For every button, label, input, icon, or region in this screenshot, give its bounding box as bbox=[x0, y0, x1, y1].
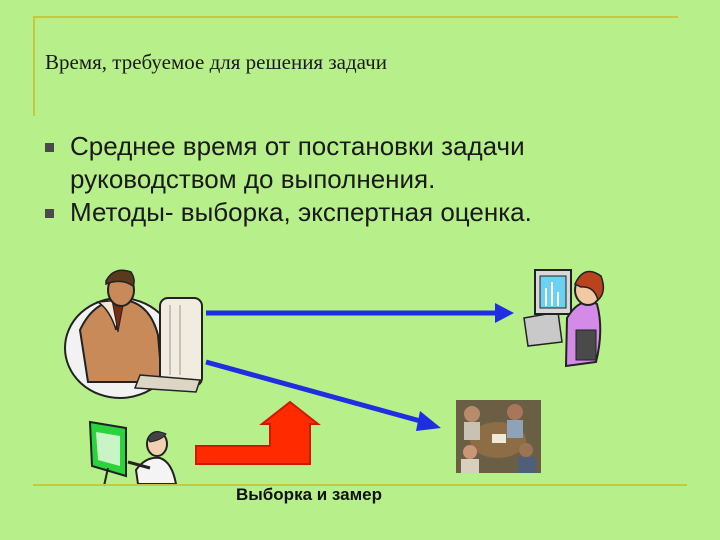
slide-title: Время, требуемое для решения задачи bbox=[45, 50, 387, 74]
bullet-item: Среднее время от постановки задачи руков… bbox=[45, 130, 685, 196]
bullet-item: Методы- выборка, экспертная оценка. bbox=[45, 196, 685, 229]
bullet-square-icon bbox=[45, 209, 54, 218]
manager-at-computer-icon bbox=[64, 269, 203, 399]
arrow-right-diagonal bbox=[205, 359, 441, 431]
bullet-square-icon bbox=[45, 143, 54, 152]
woman-at-computer-icon bbox=[523, 269, 605, 368]
red-turn-arrow bbox=[195, 400, 321, 465]
team-meeting-photo bbox=[456, 400, 541, 473]
presenter-with-chart-icon bbox=[88, 420, 178, 487]
left-rule bbox=[33, 16, 35, 116]
caption-label: Выборка и замер bbox=[236, 485, 383, 504]
bullet-text: Среднее время от постановки задачи руков… bbox=[70, 131, 525, 194]
bullet-text: Методы- выборка, экспертная оценка. bbox=[70, 197, 532, 227]
bullet-list: Среднее время от постановки задачи руков… bbox=[45, 130, 685, 229]
bottom-rule bbox=[33, 484, 687, 486]
top-rule bbox=[33, 16, 678, 18]
arrow-right bbox=[206, 303, 514, 323]
